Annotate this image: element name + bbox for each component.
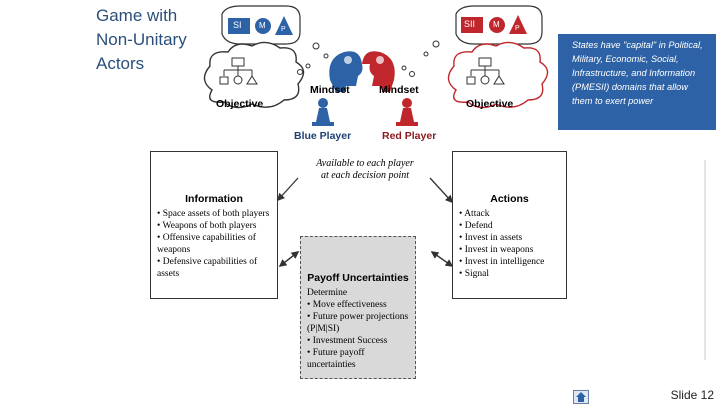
action-item-invest-intelligence: Invest in intelligence bbox=[459, 256, 562, 268]
red-sii-block bbox=[461, 17, 483, 33]
blue-p-text: P bbox=[281, 26, 286, 33]
red-player-label: Red Player bbox=[382, 130, 437, 142]
red-objective-cloud bbox=[447, 41, 549, 109]
action-item-defend: Defend bbox=[459, 220, 562, 232]
red-pawn-icon bbox=[396, 98, 418, 126]
action-item-invest-assets: Invest in assets bbox=[459, 232, 562, 244]
red-head-icon bbox=[362, 51, 395, 92]
title-line-3: Actors bbox=[96, 54, 145, 73]
information-title: Information bbox=[185, 193, 243, 205]
red-m-circle bbox=[489, 17, 505, 33]
red-p-text: P bbox=[515, 25, 520, 32]
home-icon[interactable] bbox=[573, 390, 589, 404]
pmesii-callout: States have "capital" in Political, Mili… bbox=[558, 34, 716, 130]
payoff-intro: Determine bbox=[307, 288, 348, 298]
information-item: Space assets of both players bbox=[157, 208, 273, 220]
title-line-2: Non-Unitary bbox=[96, 30, 187, 49]
blue-player-label: Blue Player bbox=[294, 130, 352, 142]
slide-number: Slide 12 bbox=[670, 388, 714, 402]
blue-m-circle bbox=[255, 18, 271, 34]
blue-si-text: SI bbox=[233, 20, 242, 30]
blue-p-triangle bbox=[275, 16, 293, 35]
information-box: Information Space assets of both players… bbox=[150, 151, 278, 299]
payoff-item: Future power projections (P|M|SI) bbox=[307, 311, 411, 335]
information-list: Space assets of both players Weapons of … bbox=[157, 208, 273, 280]
red-sii-text: SII bbox=[464, 19, 476, 29]
red-objective-label: Objective bbox=[466, 98, 514, 110]
red-m-text: M bbox=[493, 20, 500, 29]
action-item-invest-weapons: Invest in weapons bbox=[459, 244, 562, 256]
payoff-item: Investment Success bbox=[307, 335, 411, 347]
slide-title: Game with Non-Unitary Actors bbox=[96, 4, 226, 76]
blue-pawn-icon bbox=[312, 98, 334, 126]
red-capital-bubble bbox=[455, 5, 543, 45]
available-line-1: Available to each player bbox=[316, 158, 414, 169]
payoff-box: Payoff Uncertainties Determine Move effe… bbox=[300, 236, 416, 379]
action-item-attack: Attack bbox=[459, 208, 562, 220]
blue-head-icon bbox=[329, 51, 363, 92]
payoff-list: Move effectiveness Future power projecti… bbox=[307, 299, 411, 371]
actions-list: Attack Defend Invest in assets Invest in… bbox=[459, 208, 562, 280]
available-caption: Available to each player at each decisio… bbox=[300, 158, 430, 182]
blue-m-text: M bbox=[259, 21, 266, 30]
title-line-1: Game with bbox=[96, 6, 178, 25]
action-item-signal: Signal bbox=[459, 268, 562, 280]
blue-si-block bbox=[228, 18, 250, 34]
red-p-triangle bbox=[509, 15, 527, 34]
actions-box: Actions Attack Defend Invest in assets I… bbox=[452, 151, 567, 299]
information-item: Defensive capabilities of assets bbox=[157, 256, 273, 280]
information-item: Offensive capabilities of weapons bbox=[157, 232, 273, 256]
blue-objective-label: Objective bbox=[216, 98, 264, 110]
payoff-title: Payoff Uncertainties bbox=[307, 272, 409, 284]
payoff-item: Move effectiveness bbox=[307, 299, 411, 311]
available-line-2: at each decision point bbox=[320, 170, 410, 181]
payoff-item: Future payoff uncertainties bbox=[307, 347, 411, 371]
blue-mindset-label: Mindset bbox=[310, 84, 350, 96]
information-item: Weapons of both players bbox=[157, 220, 273, 232]
blue-objective-cloud bbox=[203, 41, 305, 109]
red-mindset-label: Mindset bbox=[379, 84, 419, 96]
blue-capital-bubble bbox=[221, 5, 301, 45]
actions-title: Actions bbox=[490, 193, 529, 205]
